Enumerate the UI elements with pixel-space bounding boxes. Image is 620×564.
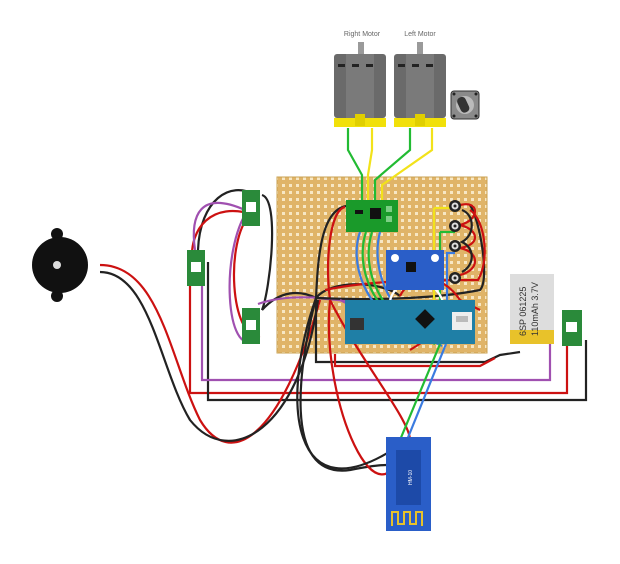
battery-label-line2: 110mAh 3.7V <box>530 282 540 336</box>
led-board <box>187 250 205 286</box>
bluetooth-wires <box>398 343 448 441</box>
buzzer-wires <box>99 263 322 444</box>
battery: 6SP 061225 110mAh 3.7V <box>510 274 554 344</box>
motor-wires <box>346 128 434 206</box>
arduino-nano <box>345 300 475 344</box>
led-board <box>562 310 582 346</box>
left-motor: Left Motor <box>394 31 446 127</box>
potentiometer <box>450 90 480 120</box>
right-motor: Right Motor <box>334 31 386 127</box>
trimmer <box>449 272 461 284</box>
wire-bundle-loops <box>188 262 588 402</box>
motor-driver <box>346 200 398 232</box>
led-board <box>242 190 260 226</box>
bluetooth-module: HM-10 <box>386 437 431 531</box>
trimmer <box>449 220 461 232</box>
buzzer <box>32 228 88 302</box>
trimmer <box>449 200 461 212</box>
imu-module <box>386 250 444 290</box>
led-board <box>242 308 260 344</box>
right-motor-label: Right Motor <box>344 31 381 38</box>
bluetooth-label: HM-10 <box>408 470 414 485</box>
trimmer <box>449 240 461 252</box>
trimmers <box>449 200 461 284</box>
battery-label-line1: 6SP 061225 <box>518 287 528 336</box>
left-motor-label: Left Motor <box>404 31 436 38</box>
